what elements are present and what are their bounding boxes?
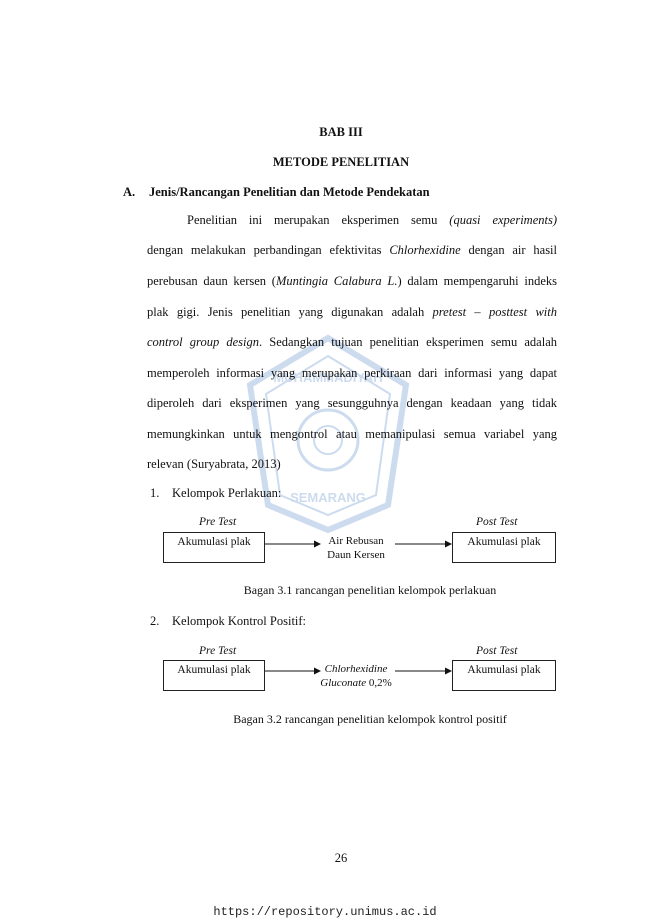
paragraph-line-5: control group design. Sedangkan tujuan p…: [147, 335, 557, 349]
post-test-label: Post Test: [476, 645, 518, 657]
seal-top-text: MUHAMMADIYAH: [273, 370, 382, 385]
posttest-box: Akumulasi plak: [452, 660, 556, 691]
diagram-caption-1: Bagan 3.1 rancangan penelitian kelompok …: [243, 583, 497, 597]
paragraph-line-2: dengan melakukan perbandingan efektivita…: [147, 243, 558, 257]
university-seal-watermark: MUHAMMADIYAH SEMARANG: [246, 334, 410, 534]
diagram-caption-2: Bagan 3.2 rancangan penelitian kelompok …: [233, 712, 507, 726]
section-heading: A. Jenis/Rancangan Penelitian dan Metode …: [123, 185, 430, 200]
paragraph-line-9: relevan (Suryabrata, 2013): [147, 457, 281, 471]
arrow-icon: [395, 667, 452, 675]
arrow-icon: [395, 540, 452, 548]
section-heading-text: Jenis/Rancangan Penelitian dan Metode Pe…: [149, 185, 430, 199]
page-number: 26: [334, 851, 348, 865]
paragraph-line-8: memungkinkan untuk mengontrol atau meman…: [147, 427, 557, 441]
paragraph-line-1: Penelitian ini merupakan eksperimen semu…: [187, 213, 557, 227]
pretest-box: Akumulasi plak: [163, 660, 265, 691]
pre-test-label: Pre Test: [199, 645, 237, 657]
paragraph-line-7: diperoleh dari eksperimen yang sesungguh…: [147, 396, 557, 410]
pretest-box: Akumulasi plak: [163, 532, 265, 563]
control-label: Chlorhexidine Gluconate 0,2%: [320, 663, 392, 689]
section-letter: A.: [123, 185, 136, 199]
posttest-box: Akumulasi plak: [452, 532, 556, 563]
treatment-label: Air Rebusan Daun Kersen: [327, 535, 385, 561]
chapter-title: METODE PENELITIAN: [272, 155, 410, 169]
pre-test-label: Pre Test: [199, 516, 237, 528]
chapter-label: BAB III: [319, 125, 363, 139]
arrow-icon: [265, 667, 321, 675]
post-test-label: Post Test: [476, 516, 518, 528]
paragraph-line-4: plak gigi. Jenis penelitian yang digunak…: [147, 305, 557, 319]
list-item-kelompok-kontrol: 2.Kelompok Kontrol Positif:: [150, 614, 307, 628]
arrow-icon: [265, 540, 321, 548]
paragraph-line-6: memperoleh informasi yang merupakan perk…: [147, 366, 557, 380]
repository-url[interactable]: https://repository.unimus.ac.id: [213, 905, 437, 919]
paragraph-line-3: perebusan daun kersen (Muntingia Calabur…: [147, 274, 557, 288]
list-item-kelompok-perlakuan: 1.Kelompok Perlakuan:: [150, 486, 282, 500]
seal-bottom-text: SEMARANG: [290, 490, 366, 505]
